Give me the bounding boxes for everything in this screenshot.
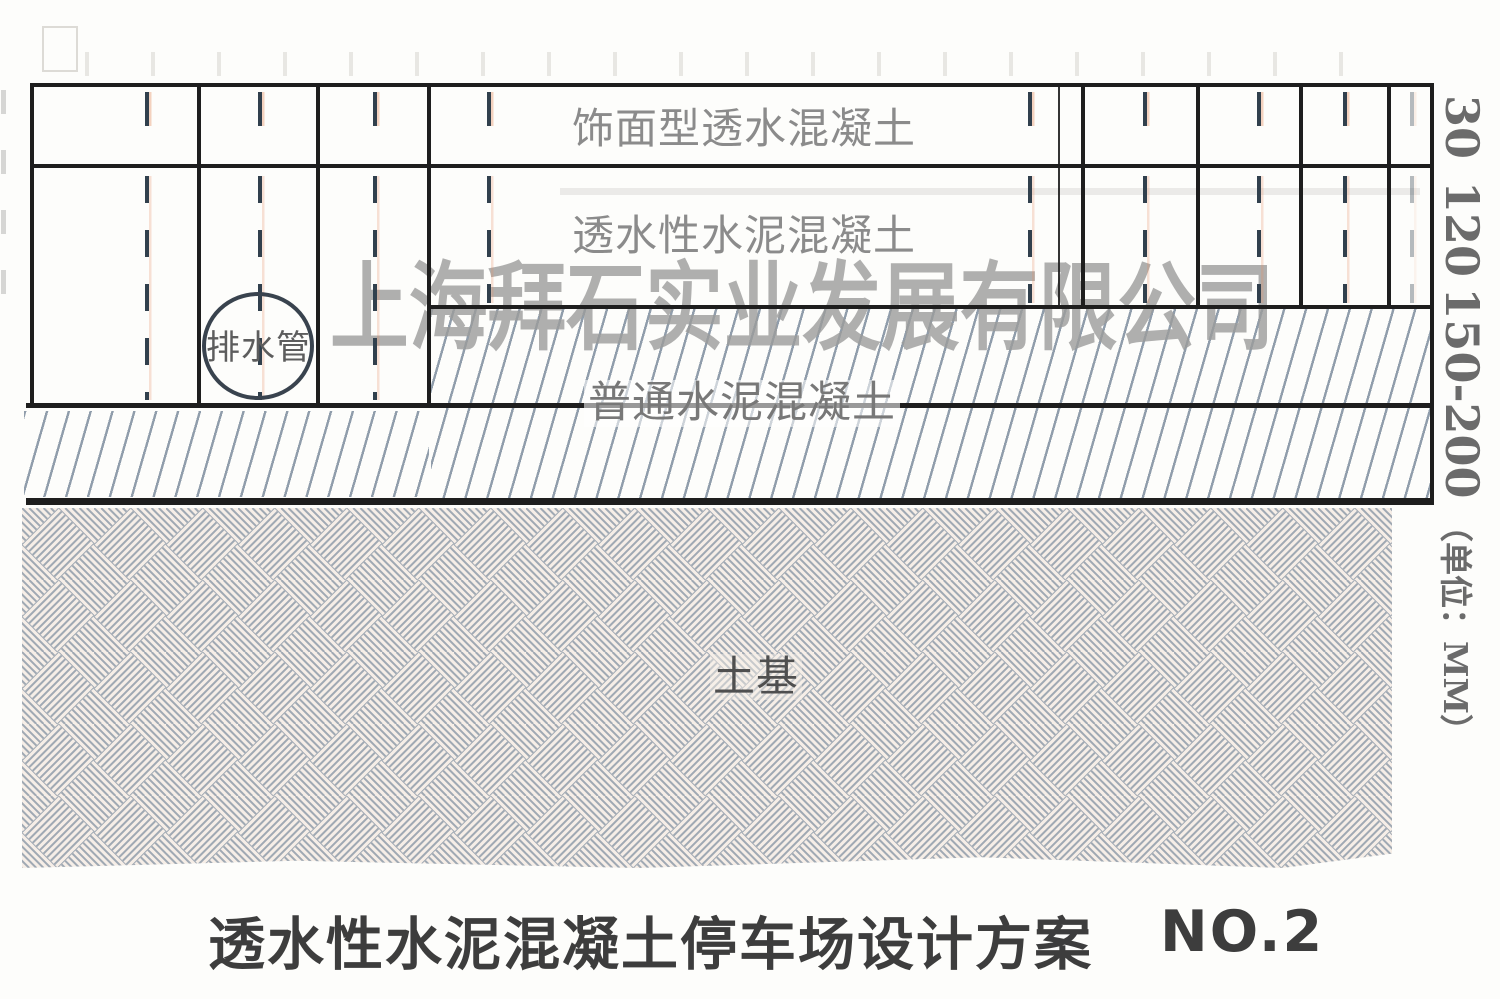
layer-label-permeable: 透水性水泥混凝土 — [571, 211, 916, 260]
cell-divider — [1387, 87, 1391, 305]
dashed-joint-line — [1410, 92, 1414, 126]
dashed-joint-line — [373, 92, 377, 126]
cell-divider-thin — [1058, 87, 1060, 305]
cell-divider — [427, 83, 431, 408]
scan-streak — [560, 188, 1420, 195]
dashed-joint-line — [1143, 92, 1147, 126]
dashed-joint-line — [1143, 176, 1147, 303]
border-right — [1430, 83, 1434, 505]
drainage-pipe-circle — [199, 288, 317, 404]
subgrade-hatch — [22, 508, 1392, 868]
cell-divider — [1196, 87, 1200, 305]
dashed-joint-line — [1410, 176, 1414, 303]
border-top — [30, 83, 1434, 87]
dashed-joint-line — [145, 92, 149, 126]
scan-ghost-strip — [85, 52, 1365, 76]
dimension-surface: 30 — [1435, 94, 1489, 160]
border-left — [30, 83, 34, 408]
dashed-joint-line — [487, 176, 491, 303]
dashed-joint-line — [1257, 92, 1261, 126]
scan-smudge — [42, 26, 78, 72]
cell-divider — [1081, 87, 1085, 305]
drawing-title: 透水性水泥混凝土停车场设计方案 — [208, 912, 1093, 978]
dashed-joint-line — [1028, 176, 1032, 303]
drawing-number: NO.2 — [1160, 899, 1325, 965]
dashed-joint-line — [258, 92, 262, 126]
dashed-joint-line — [145, 176, 149, 400]
dashed-joint-line — [373, 176, 377, 400]
dimension-permeable: 120 — [1435, 180, 1489, 278]
layer-label-surface: 饰面型透水混凝土 — [571, 104, 916, 153]
layer-label-subgrade: 土基 — [710, 653, 803, 701]
dashed-joint-line — [1257, 176, 1261, 303]
line-layer2-bottom — [427, 305, 1434, 309]
cell-divider — [197, 83, 201, 408]
ordinary-concrete-hatch-left — [24, 411, 429, 497]
scan-edge-dashes — [1, 90, 6, 310]
dashed-joint-line — [258, 176, 262, 400]
cell-divider — [316, 83, 320, 408]
drain-pipe-label: 排水管 — [206, 328, 311, 368]
dimension-unit-note: （单位：MM） — [1436, 508, 1475, 748]
cell-divider — [1299, 87, 1303, 305]
dashed-joint-line — [1343, 92, 1347, 126]
dashed-joint-line — [1028, 92, 1032, 126]
line-layer1-bottom — [30, 164, 1434, 168]
border-bottom-thick — [26, 498, 1434, 505]
layer-label-ordinary: 普通水泥混凝土 — [584, 379, 900, 428]
dashed-joint-line — [1343, 176, 1347, 303]
dashed-joint-line — [487, 92, 491, 126]
dimension-ordinary: 150-200 — [1435, 287, 1489, 499]
